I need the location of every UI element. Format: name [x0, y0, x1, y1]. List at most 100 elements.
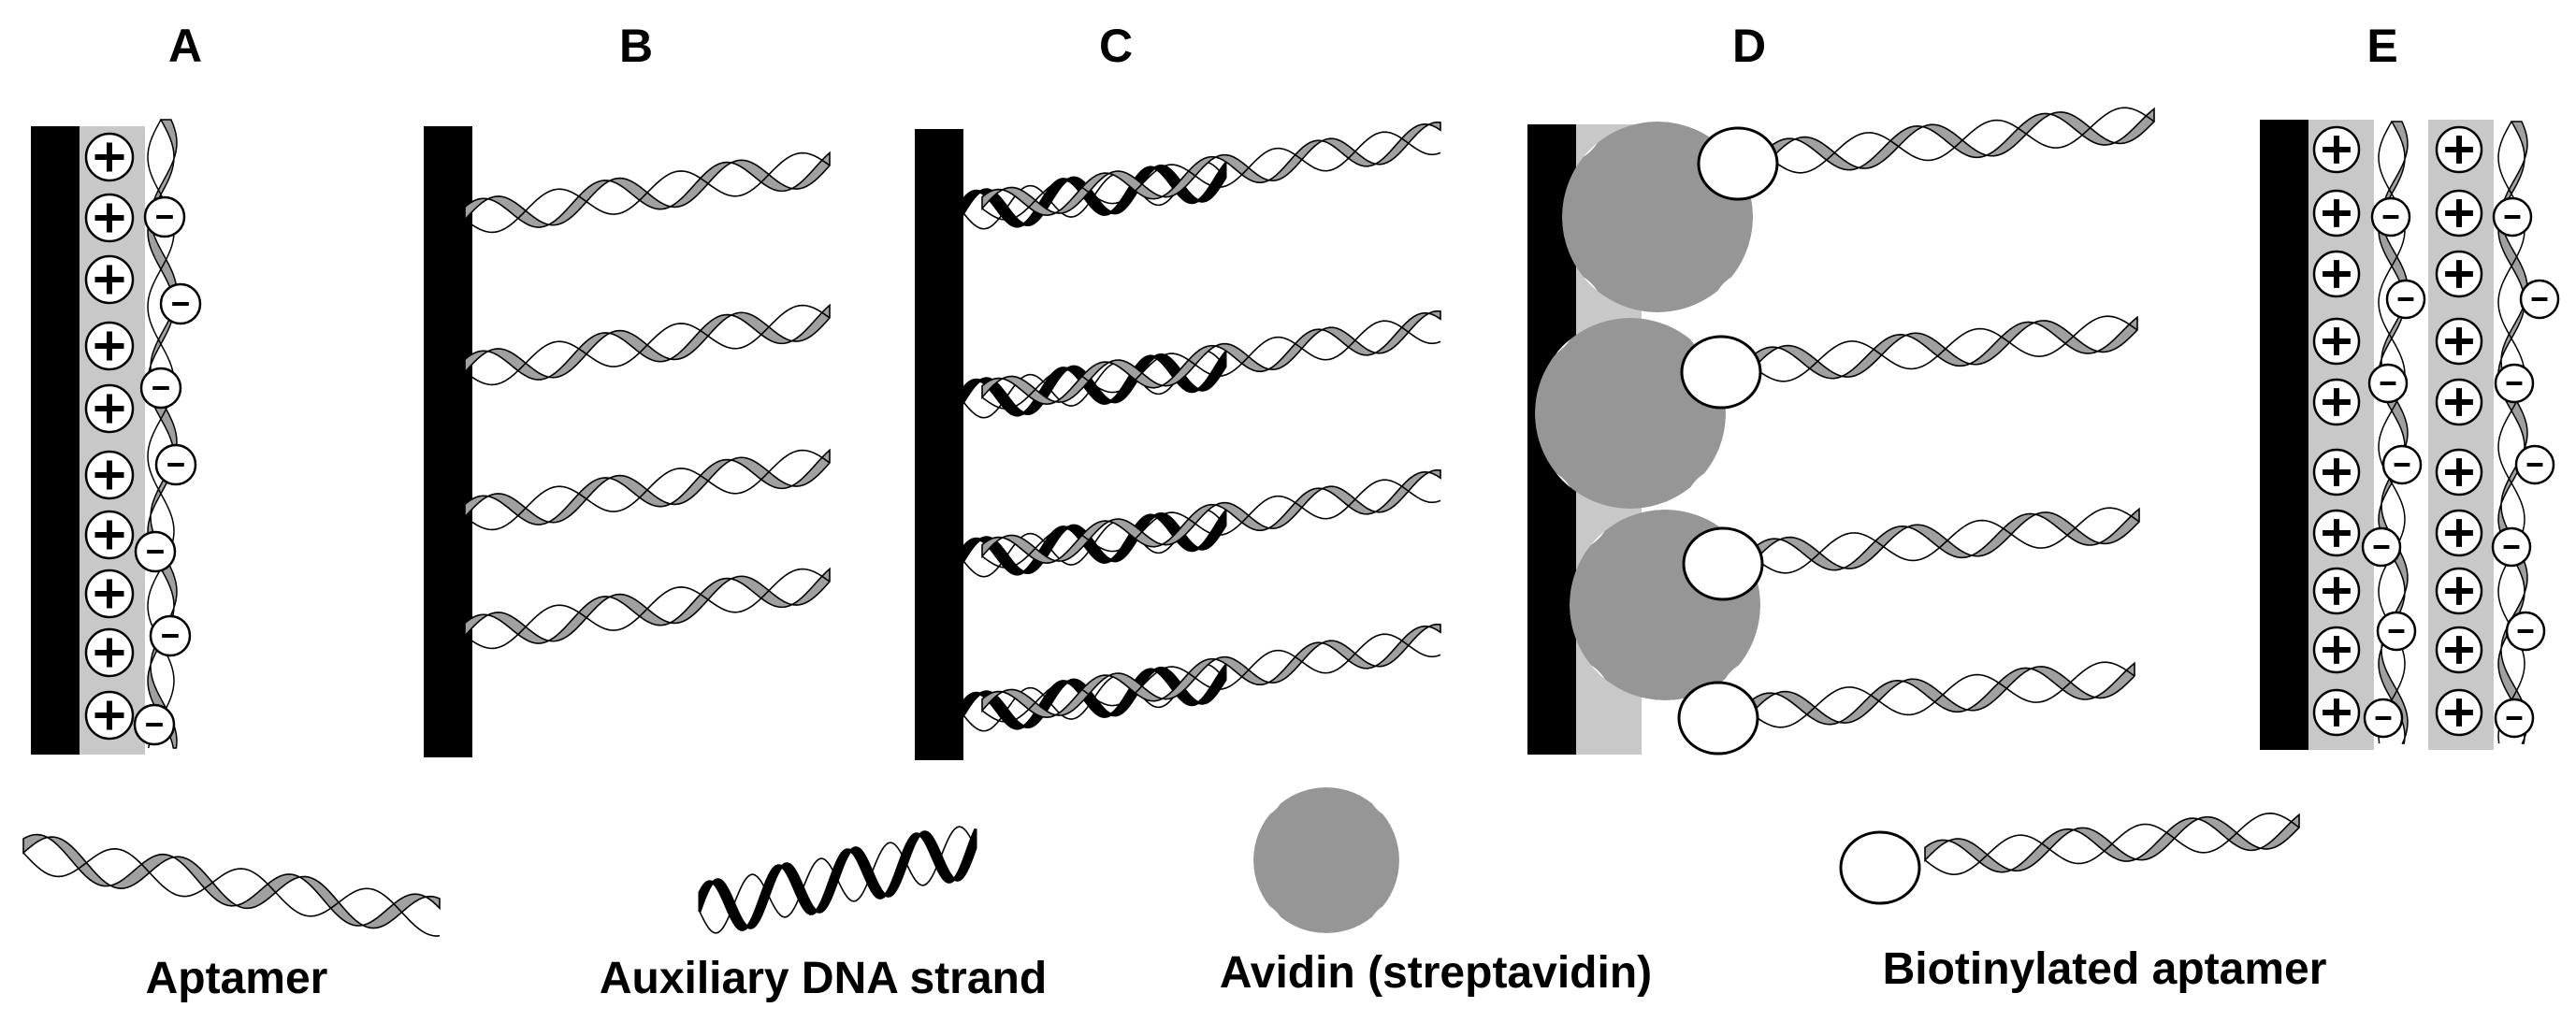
- negative-charge: [2505, 611, 2546, 652]
- negative-charge: [143, 195, 186, 238]
- positive-charges: [84, 132, 135, 741]
- biotin: [1697, 126, 1779, 201]
- positive-charge: [2312, 317, 2361, 366]
- negative-charge: [149, 614, 192, 657]
- positive-charge: [84, 193, 135, 243]
- aptamer: [981, 309, 1441, 410]
- negative-charge: [2514, 444, 2555, 485]
- aptamer: [1755, 507, 2140, 574]
- positive-charge: [2312, 125, 2361, 174]
- aptamer: [1750, 661, 2135, 728]
- negative-charge: [2494, 363, 2535, 404]
- negative-charges: [133, 195, 202, 746]
- aptamer: [981, 468, 1441, 569]
- legend: Aptamer Auxiliary DNA strand Avidin (str…: [22, 787, 2327, 1003]
- positive-charge: [2435, 250, 2483, 298]
- aptamer: [981, 623, 1441, 723]
- positive-charge: [2435, 626, 2483, 674]
- negative-charge: [2385, 279, 2426, 320]
- biotin: [1839, 830, 1921, 905]
- aptamer: [464, 448, 831, 531]
- aptamer: [22, 833, 441, 937]
- legend-label-auxiliary: Auxiliary DNA strand: [600, 954, 1047, 1003]
- legend-auxiliary-strand-symbol: [698, 826, 977, 934]
- avidin: [1253, 787, 1399, 933]
- aptamer: [464, 567, 831, 650]
- positive-charge: [84, 690, 135, 741]
- aptamer: [1753, 315, 2138, 382]
- negative-charge: [2519, 279, 2560, 320]
- panel-c-auxiliary-hybridization: [915, 121, 1441, 760]
- panel-a-electrostatic-monolayer: [31, 119, 202, 755]
- panel-label-e: E: [2366, 20, 2397, 72]
- legend-label-avidin: Avidin (streptavidin): [1220, 948, 1652, 998]
- substrate: [915, 129, 963, 760]
- negative-charge: [2363, 698, 2404, 739]
- positive-charge: [84, 383, 135, 434]
- positive-charge: [2435, 448, 2483, 497]
- substrate: [31, 126, 80, 755]
- aptamer: [464, 303, 831, 386]
- biotinylated-aptamer: [1697, 107, 2155, 201]
- negative-charge: [2376, 611, 2417, 652]
- positive-charge: [2435, 317, 2483, 366]
- negative-charge: [159, 282, 202, 325]
- panel-label-a: A: [168, 20, 202, 72]
- positive-charge: [2435, 378, 2483, 426]
- positive-charge: [84, 510, 135, 560]
- negative-charge: [134, 530, 177, 573]
- substrate: [2260, 120, 2308, 750]
- negative-charge: [2492, 196, 2533, 238]
- aptamer: [1924, 813, 2300, 875]
- negative-charge: [2381, 444, 2423, 485]
- panel-b-direct-attachment: [424, 126, 831, 757]
- positive-charge: [2312, 250, 2361, 298]
- positive-charge: [2435, 189, 2483, 238]
- positive-charge: [2312, 448, 2361, 497]
- legend-label-aptamer: Aptamer: [146, 954, 328, 1003]
- biotinylated-aptamer: [1680, 315, 2138, 410]
- biotin: [1677, 681, 1759, 756]
- positive-charge: [84, 569, 135, 619]
- positive-charge: [2312, 189, 2361, 238]
- positive-charge: [2435, 125, 2483, 174]
- negative-charge: [2491, 526, 2532, 568]
- negative-charges: [2361, 196, 2560, 739]
- legend-avidin-symbol: [1253, 787, 1399, 933]
- positive-charge: [84, 254, 135, 305]
- biotinylated-aptamers: [1677, 107, 2155, 756]
- auxiliary-strand: [698, 826, 977, 934]
- negative-charge: [133, 703, 176, 746]
- biotinylated-aptamer: [1682, 507, 2140, 601]
- panel-label-b: B: [619, 20, 653, 72]
- panel-e-electrostatic-multilayer: [2260, 120, 2560, 750]
- negative-charge: [2494, 698, 2535, 739]
- positive-charge: [2312, 626, 2361, 674]
- positive-charge: [84, 627, 135, 678]
- biotin: [1680, 335, 1762, 410]
- positive-charge: [2312, 688, 2361, 737]
- substrate: [424, 126, 472, 757]
- positive-charge: [2312, 378, 2361, 426]
- legend-label-biotinylated: Biotinylated aptamer: [1883, 944, 2327, 994]
- positive-charge: [2435, 567, 2483, 615]
- positive-charges: [2312, 125, 2483, 737]
- negative-charge: [2370, 196, 2411, 238]
- negative-charge: [2361, 526, 2402, 568]
- hybridized-aptamers: [962, 121, 1441, 732]
- aptamer: [981, 121, 1441, 221]
- positive-charge: [2435, 509, 2483, 557]
- biotin: [1682, 526, 1764, 601]
- positive-charge: [84, 132, 135, 182]
- panel-d-avidin-biotin: [1527, 107, 2155, 756]
- biotinylated-aptamer: [1677, 661, 2135, 756]
- aptamer: [1770, 107, 2155, 174]
- positive-charge: [2312, 567, 2361, 615]
- negative-charge: [2367, 363, 2409, 404]
- positive-charge: [2312, 509, 2361, 557]
- negative-charge: [139, 367, 182, 410]
- positive-charge: [84, 321, 135, 371]
- positive-charge: [2435, 688, 2483, 737]
- legend-aptamer-symbol: [22, 833, 441, 937]
